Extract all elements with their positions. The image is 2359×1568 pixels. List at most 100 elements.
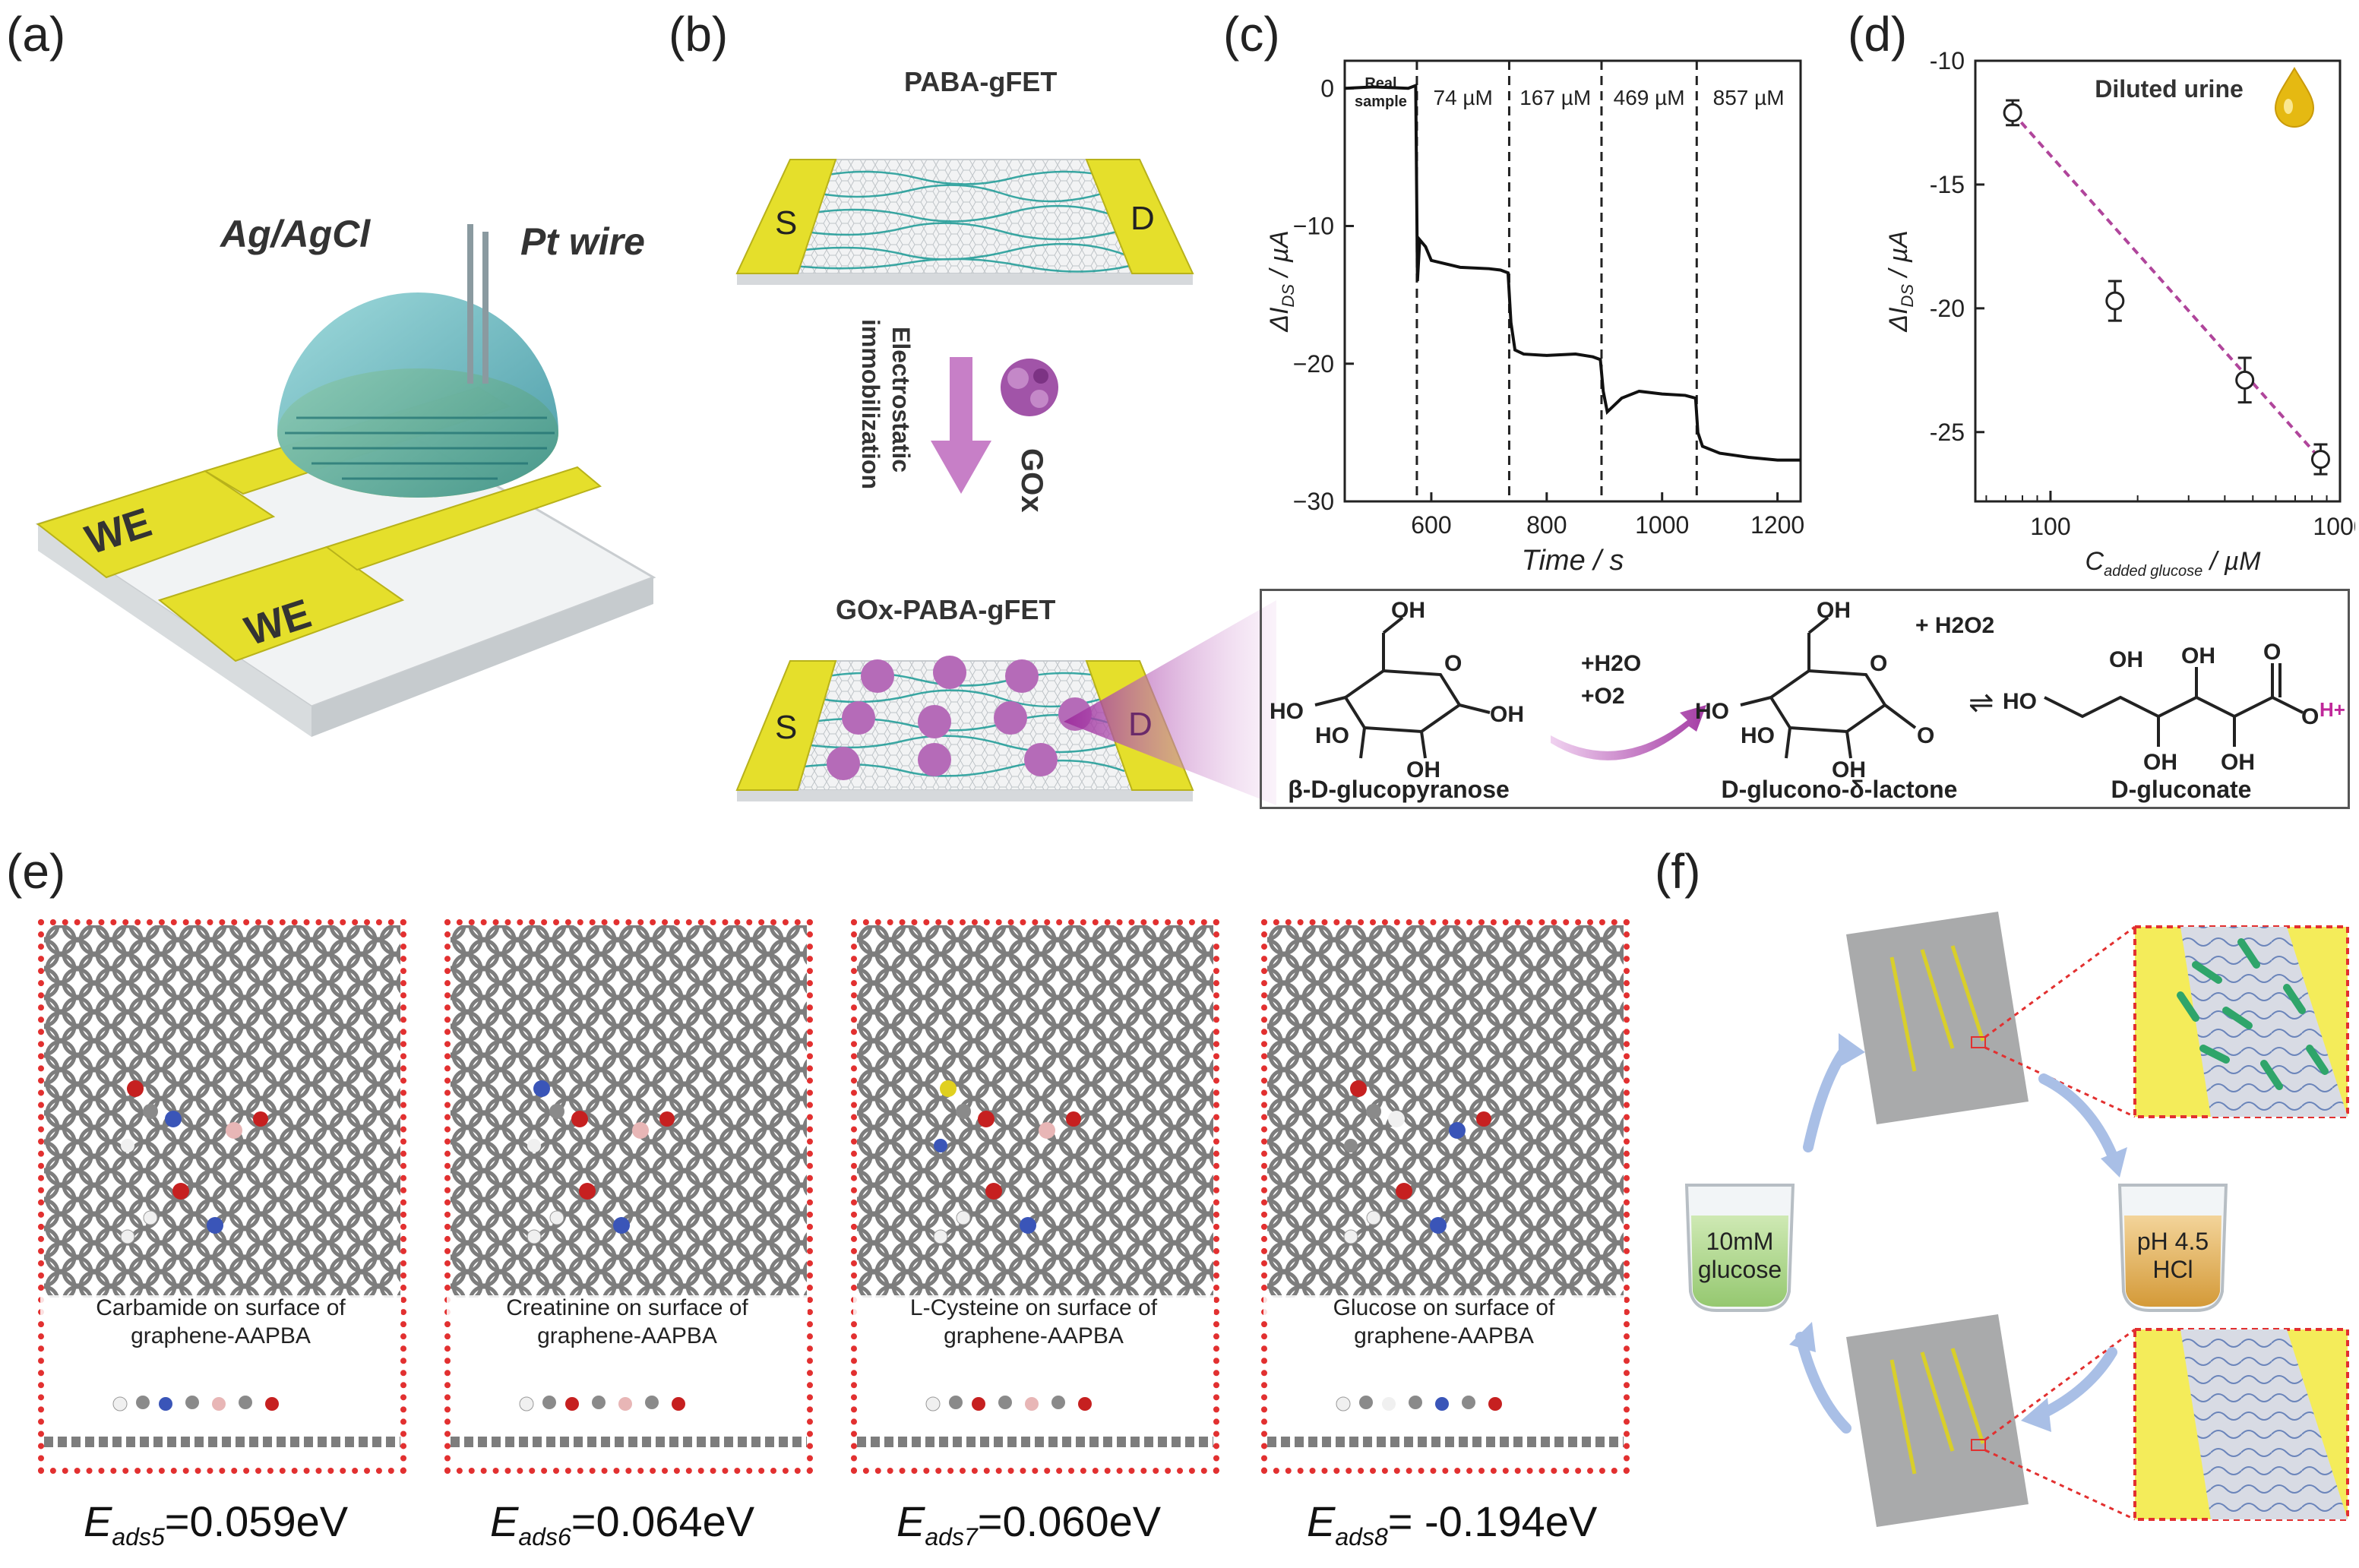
hcl-beaker-label-1: pH 4.5 [2137,1228,2209,1255]
regeneration-cycle: 10mM glucose pH 4.5 HCl [1684,912,2349,1527]
svg-text:O: O [1870,651,1887,676]
final-label: D-gluconate [2111,776,2252,803]
we-pad-1 [36,469,276,579]
pt-wire-label: Pt wire [520,220,645,263]
cycle-arrows [1795,1043,2117,1434]
panel-label-f: (f) [1655,844,1701,899]
svg-text:O: O [1917,723,1934,748]
segment-label: Real [1364,75,1396,92]
functionalization-schematic: PABA-gFET S D Electrostatic immobilizati… [735,66,1276,805]
dft-graphene-view [44,925,400,1447]
dft-model-4 [1261,919,1630,1474]
svg-text:OH: OH [1391,598,1425,623]
adsorption-energy: Eads7=0.060eV [896,1497,1162,1551]
svg-text:HO: HO [1741,723,1775,748]
svg-text:HO: HO [1695,699,1729,724]
dft-caption-line1: Carbamide on surface of [40,1295,401,1321]
svg-text:OH: OH [2109,647,2143,672]
adsorbate-side-view [519,1396,685,1412]
dft-model-2 [444,919,813,1474]
dft-caption-line2: graphene-AAPBA [131,1323,311,1348]
svg-text:OH: OH [2181,643,2215,669]
dft-caption-line2: graphene-AAPBA [537,1323,717,1348]
immobilization-arrow [931,357,991,494]
y-tick-label: 0 [1320,74,1334,102]
dft-caption-line1: Creatinine on surface of [447,1295,808,1321]
graphene-lattice [44,925,400,1298]
y-tick-label: -15 [1930,171,1965,198]
pt-wire [482,232,489,384]
source-label-top: S [775,204,797,242]
adsorbate-molecule [120,1080,268,1244]
gluconate-structure [2044,663,2304,747]
substrate-label: β-D-glucopyranose [1288,776,1510,803]
y-tick-label: -25 [1930,419,1965,446]
chart-d-legend: Diluted urine [2095,75,2244,103]
hcl-beaker [2117,1184,2228,1312]
adsorbate-molecule [1343,1080,1491,1244]
segment-label: 167 µM [1519,86,1591,109]
urine-drop-icon [2274,67,2315,128]
data-point [2235,370,2255,390]
electrolyte-droplet [277,292,558,498]
x-tick-label: 100 [2030,513,2070,540]
chart-c-xlabel: Time / s [1522,545,1624,577]
svg-text:HO: HO [2003,689,2037,714]
x-tick-label: 600 [1411,511,1451,539]
reagents-oxygen: +O2 [1581,684,1625,709]
glucose-beaker [1684,1184,1795,1312]
dft-graphene-view [451,925,807,1447]
we-pad-2 [157,545,405,662]
product-label: D-glucono-δ-lactone [1722,776,1958,803]
adsorbate-molecule [527,1080,675,1244]
device-schematic: Ag/AgCl Pt wire WE WE [35,213,656,737]
svg-text:HO: HO [1315,723,1349,748]
panel-label-e: (e) [6,844,66,899]
adsorption-energy: Eads8= -0.194eV [1307,1497,1598,1551]
data-point [2003,103,2022,122]
reaction-arrow [1551,705,1706,760]
linear-fit-line [2011,112,2322,460]
adsorption-energy: Eads5=0.059eV [84,1497,349,1551]
svg-text:O: O [2301,704,2319,729]
dft-caption-line2: graphene-AAPBA [1354,1323,1534,1348]
data-point [2310,450,2330,469]
dft-caption-line2: graphene-AAPBA [944,1323,1124,1348]
drain-label-bottom: D [1128,706,1153,743]
panel-label-b: (b) [669,7,729,62]
adsorbate-side-view [1336,1396,1502,1412]
dft-graphene-view [857,925,1213,1447]
reagents-water: +H2O [1581,651,1641,676]
equilibrium-arrows: ⇌ [1968,686,1994,719]
chart-d-calibration: 1001000-10-15-20-25 Diluted urine Cadded… [1884,47,2355,580]
x-tick-label: 1000 [2313,513,2355,540]
y-tick-label: −10 [1293,213,1334,240]
svg-text:OH: OH [1406,757,1440,782]
x-tick-label: 1000 [1635,511,1689,539]
svg-text:ΔIDS / µA: ΔIDS / µA [1884,230,1917,332]
graphene-lattice [857,925,1213,1298]
ag-agcl-label: Ag/AgCl [219,213,371,255]
svg-text:OH: OH [1832,757,1866,782]
adsorbate-molecule [933,1080,1081,1244]
chart-d-xlabel: Cadded glucose / µM [2085,547,2262,580]
dft-model-3 [851,919,1219,1474]
glucose-beaker-label-1: 10mM [1706,1228,1774,1255]
step-label-2: immobilization [857,319,884,489]
svg-text:O: O [1444,651,1462,676]
source-label-bottom: S [775,709,797,746]
panel-label-c: (c) [1223,7,1280,62]
x-tick-label: 1200 [1750,511,1804,539]
dft-caption-line1: Glucose on surface of [1263,1295,1624,1321]
h2o2-product: + H2O2 [1915,613,1994,638]
chart-d-frame [1974,59,2342,503]
x-tick-label: 800 [1526,511,1567,539]
y-tick-label: −30 [1293,488,1334,515]
svg-text:O: O [2263,640,2281,665]
panel-label-d: (d) [1848,7,1908,62]
drain-label-top: D [1130,200,1155,237]
adsorbate-side-view [925,1396,1092,1412]
adsorption-energy: Eads6=0.064eV [490,1497,755,1551]
adsorbate-side-view [112,1396,279,1412]
